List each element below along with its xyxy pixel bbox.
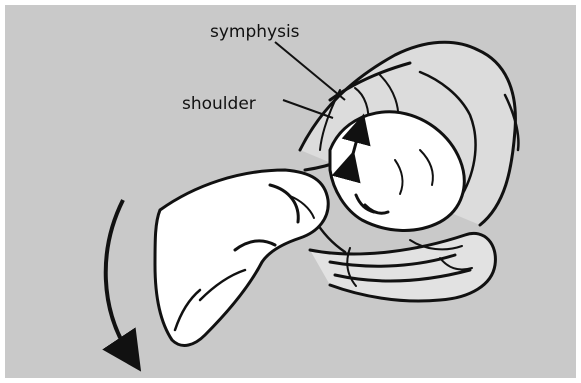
shoulder-label: shoulder — [182, 94, 256, 114]
symphysis-label: symphysis — [210, 22, 300, 42]
